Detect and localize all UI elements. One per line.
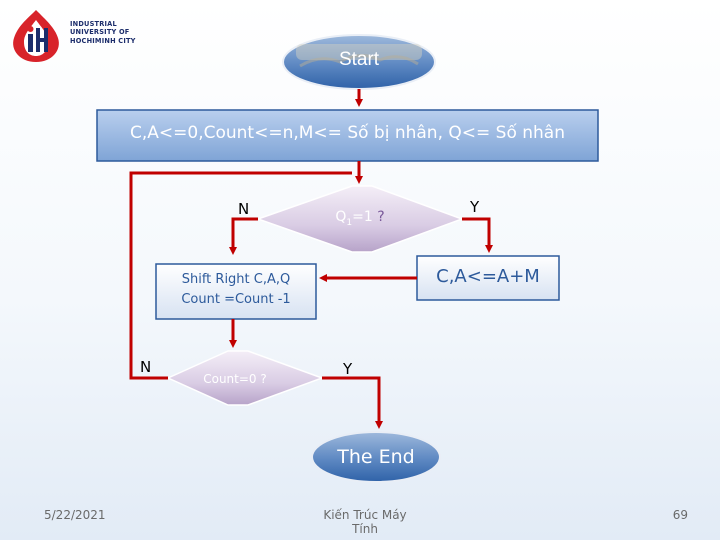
count-no-label: N bbox=[140, 358, 152, 376]
add-label: C,A<=A+M bbox=[436, 266, 540, 287]
count-yes-label: Y bbox=[343, 360, 353, 378]
q1-sub: 1 bbox=[346, 217, 353, 228]
footer-page-number: 69 bbox=[672, 508, 688, 522]
start-label: Start bbox=[338, 49, 380, 70]
arrow-count-yes bbox=[322, 376, 383, 429]
q1-rest: =1 bbox=[352, 209, 373, 225]
decision-q1-label: Q1=1 ? bbox=[300, 209, 420, 228]
arrow-q1-no bbox=[229, 217, 258, 255]
shift-box bbox=[155, 263, 317, 320]
shift-line-1: Shift Right C,A,Q bbox=[181, 272, 291, 287]
q1-yes-label: Y bbox=[470, 198, 480, 216]
q1-no-label: N bbox=[238, 200, 250, 218]
q1-mark: ? bbox=[377, 209, 385, 225]
decision-count-label: Count=0 ? bbox=[203, 372, 267, 386]
end-node bbox=[311, 431, 441, 483]
arrow-count-no-loop bbox=[129, 171, 352, 380]
footer-date: 5/22/2021 bbox=[44, 508, 106, 522]
footer-title: Kiến Trúc Máy Tính bbox=[323, 508, 407, 536]
connectors bbox=[129, 89, 493, 429]
init-box bbox=[96, 109, 599, 162]
logo-line-1: INDUSTRIAL bbox=[70, 20, 117, 28]
shift-line-2: Count =Count -1 bbox=[181, 292, 291, 307]
shift-label: Shift Right C,A,Q Count =Count -1 bbox=[156, 270, 316, 310]
arrow-q1-yes bbox=[462, 217, 493, 253]
university-logo: INDUSTRIAL UNIVERSITY OF HOCHIMINH CITY bbox=[6, 6, 135, 66]
q1-main: Q bbox=[335, 209, 347, 225]
end-label: The End bbox=[337, 446, 415, 468]
flame-logo-icon bbox=[13, 10, 59, 62]
logo-text: INDUSTRIAL UNIVERSITY OF HOCHIMINH CITY bbox=[70, 20, 136, 45]
init-label: C,A<=0,Count<=n,M<= Số bị nhân, Q<= Số n… bbox=[130, 123, 565, 143]
logo-line-2: UNIVERSITY OF bbox=[70, 28, 130, 37]
logo-line-3: HOCHIMINH CITY bbox=[70, 36, 136, 45]
